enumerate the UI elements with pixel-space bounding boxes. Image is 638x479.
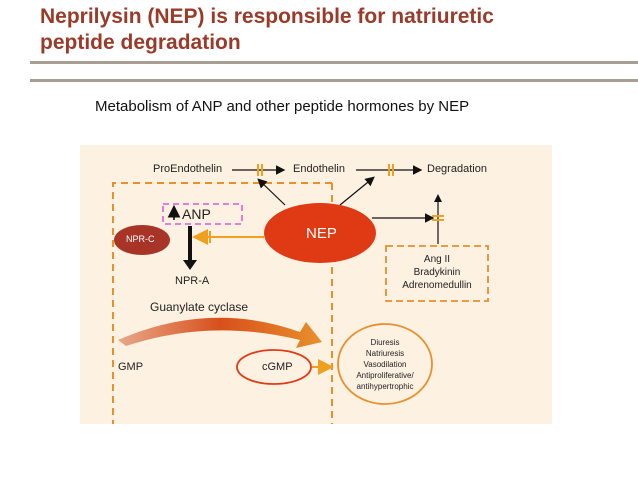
label-nep: NEP: [306, 225, 337, 242]
cgmp-ellipse: [236, 349, 312, 385]
label-npr-a: NPR-A: [175, 275, 210, 287]
arrow-nep-to-endothelin-cleavage: [339, 176, 375, 206]
arrowhead-anp-to-npr-a: [183, 260, 197, 270]
slide-title: Neprilysin (NEP) is responsible for natr…: [40, 4, 620, 56]
diagram-panel: [80, 145, 552, 424]
other-peptides-box: [385, 245, 489, 302]
npr-c-receptor-shape: [114, 225, 170, 255]
label-npr-c: NPR-C: [126, 234, 155, 244]
label-gmp: GMP: [118, 361, 144, 373]
label-anp: ANP: [182, 206, 211, 222]
effects-list: Diuresis Natriuresis Vasodilation Antipr…: [339, 337, 431, 392]
arrowhead-peptides-degradation: [434, 194, 442, 202]
peptide-adrenomedullin: Adrenomedullin: [402, 280, 472, 291]
effect-natriuresis: Natriuresis: [365, 349, 405, 358]
slide-title-line-1: Neprilysin (NEP) is responsible for natr…: [40, 5, 494, 28]
other-peptides-list: Ang II Bradykinin Adrenomedullin: [390, 253, 484, 292]
guanylate-cyclase-arrow: [118, 317, 322, 348]
label-degradation: Degradation: [427, 163, 487, 175]
label-endothelin: Endothelin: [293, 163, 345, 175]
nep-enzyme-shape: [264, 203, 376, 263]
arrow-nep-to-proendothelin-cleavage: [257, 178, 286, 206]
peptide-ang-ii: Ang II: [423, 254, 451, 265]
slide-title-line-2: peptide degradation: [40, 31, 241, 54]
title-divider-top: [30, 61, 638, 64]
title-divider-bottom: [30, 79, 638, 82]
effect-antihypertrophic: antihypertrophic: [356, 382, 414, 391]
diagram-subtitle: Metabolism of ANP and other peptide horm…: [95, 98, 470, 115]
effect-diuresis: Diuresis: [370, 338, 400, 347]
label-cgmp: cGMP: [262, 361, 293, 373]
effects-ellipse: [337, 323, 433, 405]
label-guanylate-cyclase: Guanylate cyclase: [150, 300, 249, 314]
effect-vasodilation: Vasodilation: [363, 360, 407, 369]
peptide-bradykinin: Bradykinin: [413, 267, 461, 278]
label-proendothelin: ProEndothelin: [153, 163, 223, 175]
effect-antiproliferative: Antiproliferative/: [356, 371, 414, 380]
